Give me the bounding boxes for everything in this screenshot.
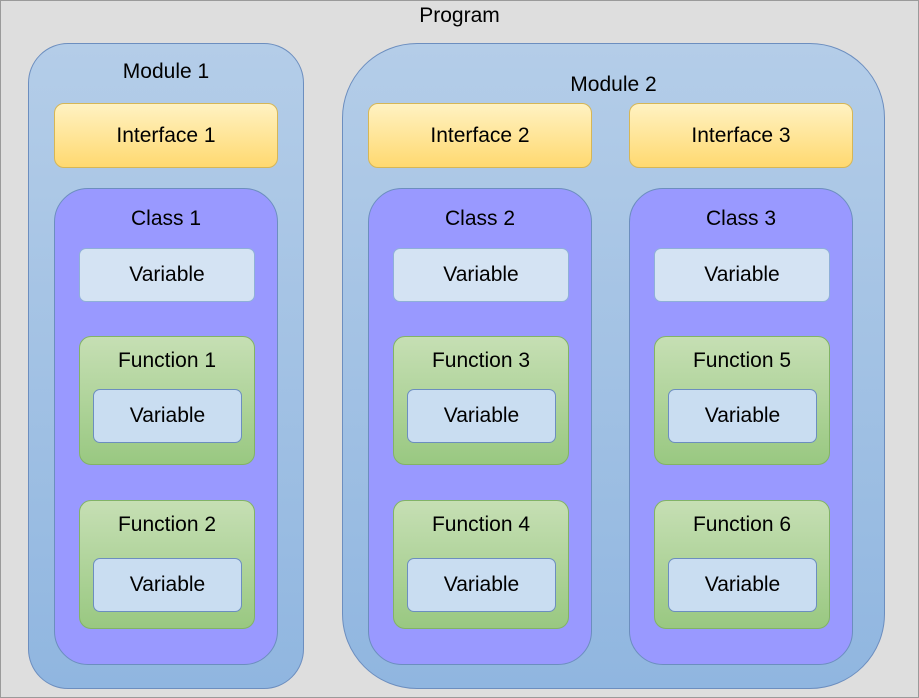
interface-2[interactable]: Interface 2 [368, 103, 592, 168]
function-4-variable-label: Variable [443, 573, 520, 596]
function-4-variable[interactable]: Variable [407, 558, 556, 612]
interface-3-label: Interface 3 [691, 123, 791, 147]
class-2[interactable]: Class 2 Variable Function 3 Variable Fun… [368, 188, 592, 665]
function-5[interactable]: Function 5 Variable [654, 336, 830, 465]
function-2[interactable]: Function 2 Variable [79, 500, 255, 629]
function-1-variable-label: Variable [129, 404, 206, 427]
function-6-label: Function 6 [692, 513, 792, 536]
class-2-variable[interactable]: Variable [393, 248, 569, 302]
function-2-variable[interactable]: Variable [93, 558, 242, 612]
interface-1[interactable]: Interface 1 [54, 103, 278, 168]
module-1-label: Module 1 [122, 60, 210, 83]
interface-1-label: Interface 1 [116, 123, 216, 147]
function-3-variable[interactable]: Variable [407, 389, 556, 443]
function-3-label: Function 3 [431, 349, 531, 372]
class-1-label: Class 1 [130, 207, 202, 230]
function-1-label: Function 1 [117, 349, 217, 372]
class-2-variable-label: Variable [443, 263, 519, 286]
class-1-variable[interactable]: Variable [79, 248, 255, 302]
function-4[interactable]: Function 4 Variable [393, 500, 569, 629]
class-3[interactable]: Class 3 Variable Function 5 Variable Fun… [629, 188, 853, 665]
function-6-variable[interactable]: Variable [668, 558, 817, 612]
function-3-variable-label: Variable [443, 404, 520, 427]
module-2-label: Module 2 [570, 73, 657, 96]
function-2-variable-label: Variable [129, 573, 206, 596]
function-1[interactable]: Function 1 Variable [79, 336, 255, 465]
function-5-variable[interactable]: Variable [668, 389, 817, 443]
function-5-variable-label: Variable [704, 404, 781, 427]
program-label: Program [419, 4, 500, 27]
function-6-variable-label: Variable [704, 573, 781, 596]
interface-3[interactable]: Interface 3 [629, 103, 853, 168]
function-5-label: Function 5 [692, 349, 792, 372]
interface-2-label: Interface 2 [430, 123, 530, 147]
function-3[interactable]: Function 3 Variable [393, 336, 569, 465]
function-4-label: Function 4 [431, 513, 531, 536]
class-1-variable-label: Variable [129, 263, 205, 286]
class-2-label: Class 2 [444, 207, 516, 230]
class-3-label: Class 3 [705, 207, 777, 230]
function-6[interactable]: Function 6 Variable [654, 500, 830, 629]
function-2-label: Function 2 [117, 513, 217, 536]
class-1[interactable]: Class 1 Variable Function 1 Variable Fun… [54, 188, 278, 665]
class-3-variable-label: Variable [704, 263, 780, 286]
class-3-variable[interactable]: Variable [654, 248, 830, 302]
function-1-variable[interactable]: Variable [93, 389, 242, 443]
